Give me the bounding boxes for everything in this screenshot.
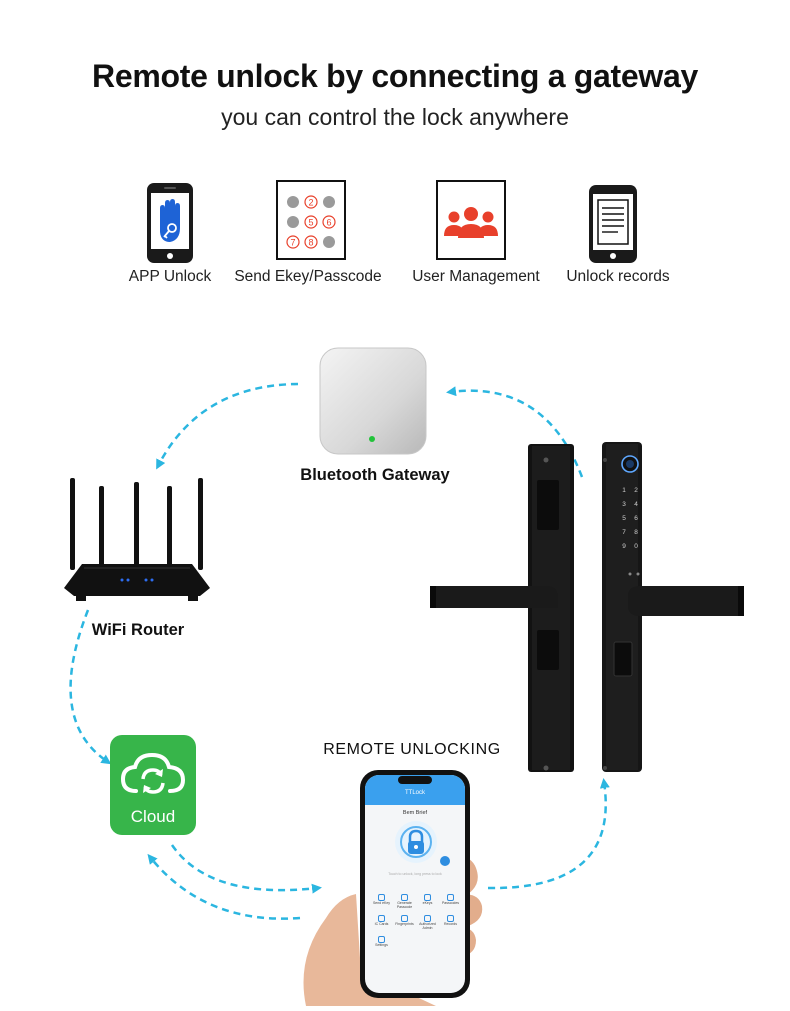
users-icon — [436, 180, 506, 265]
unlock-hint: Touch to unlock, long press to lock — [388, 872, 442, 876]
edit-icon[interactable] — [440, 856, 450, 866]
unlock-button-icon[interactable] — [394, 820, 438, 864]
page-title: Remote unlock by connecting a gateway — [92, 58, 698, 94]
menu-ic-cards[interactable]: IC Cards — [370, 915, 393, 930]
page-subtitle: you can control the lock anywhere — [221, 104, 569, 130]
menu-authorized-admin[interactable]: Authorized Admin — [416, 915, 439, 930]
keypad-key: 3 — [622, 501, 626, 508]
menu-records[interactable]: Records — [439, 915, 462, 930]
cloud-tile: Cloud — [110, 735, 196, 835]
router-label: WiFi Router — [91, 621, 185, 639]
keypad-key: 9 — [622, 543, 626, 550]
feature-label-send-ekey: Send Ekey/Passcode — [234, 268, 382, 285]
keypad-key: 5 — [622, 515, 626, 522]
hand-holding-phone: TTLock Bem Brief Touch to unlock, long p… — [286, 768, 496, 1011]
keypad-key: 8 — [634, 529, 638, 536]
arrow-gateway-to-router — [156, 382, 299, 470]
feature-label-unlock-records: Unlock records — [566, 268, 670, 285]
app-menu-grid: Send eKey Generate Passcode eKeys Passco… — [370, 894, 462, 947]
cloud-sync-icon — [120, 752, 186, 794]
menu-ekeys[interactable]: eKeys — [416, 894, 439, 909]
arrow-phone-to-lock — [487, 778, 610, 890]
remote-unlocking-label: REMOTE UNLOCKING — [323, 741, 501, 758]
svg-text:8: 8 — [308, 238, 313, 248]
bluetooth-gateway-device — [318, 346, 428, 461]
menu-passcodes[interactable]: Passcodes — [439, 894, 462, 909]
menu-settings[interactable]: Settings — [370, 936, 393, 947]
menu-send-ekey[interactable]: Send eKey — [370, 894, 393, 909]
feature-label-user-management: User Management — [412, 268, 540, 285]
keypad-key: 4 — [634, 501, 638, 508]
hand-phone-icon — [146, 182, 194, 269]
lock-name: Bem Brief — [402, 810, 428, 816]
keypad-key: 7 — [622, 529, 626, 536]
arrow-phone-to-cloud — [147, 853, 301, 920]
keypad-key: 1 — [622, 487, 626, 494]
svg-text:7: 7 — [290, 238, 295, 248]
arrow-router-to-cloud — [69, 609, 112, 765]
smart-lock-device: 1 2 3 4 5 6 7 8 9 0 — [428, 440, 748, 783]
app-title: TTLock — [404, 790, 425, 796]
cloud-label: Cloud — [130, 807, 176, 826]
keypad-key: 6 — [634, 515, 638, 522]
svg-text:2: 2 — [308, 198, 313, 208]
gateway-label: Bluetooth Gateway — [300, 466, 450, 484]
menu-generate-passcode[interactable]: Generate Passcode — [393, 894, 416, 909]
menu-fingerprints[interactable]: Fingerprints — [393, 915, 416, 930]
svg-text:5: 5 — [308, 218, 313, 228]
keypad-key: 2 — [634, 487, 638, 494]
keypad-key: 0 — [634, 543, 638, 550]
arrow-lock-to-gateway — [446, 386, 584, 478]
arrow-cloud-to-phone — [170, 844, 322, 894]
svg-text:6: 6 — [326, 218, 331, 228]
record-phone-icon — [588, 184, 638, 269]
wifi-router-device — [62, 472, 212, 609]
keypad-icon: 2 5 6 7 8 — [276, 180, 346, 265]
feature-label-app-unlock: APP Unlock — [128, 268, 212, 285]
